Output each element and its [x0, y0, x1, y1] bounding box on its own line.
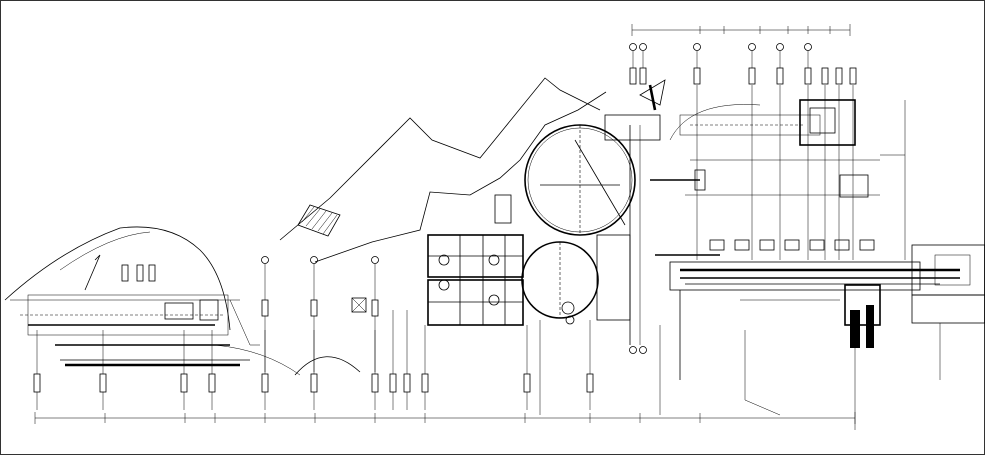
grid-lines [539, 85, 856, 430]
axis-bubble [776, 43, 784, 85]
arc-feature-2 [214, 344, 301, 376]
circular-tanks [521, 124, 636, 325]
axis-tag [121, 264, 129, 282]
axis-tag [148, 264, 156, 282]
axis-bubble [639, 346, 647, 354]
axis-tag [136, 264, 144, 282]
axis-bubble [629, 346, 637, 354]
arc-feature [294, 356, 361, 376]
bottom-dimension-line [34, 412, 856, 424]
left-pipeline [10, 254, 260, 367]
equipment-strip [669, 239, 985, 416]
hatched-block [297, 204, 341, 237]
axis-bubble [629, 43, 637, 85]
terrain-contour [4, 226, 231, 331]
axis-tag [849, 67, 857, 85]
axis-bubble [693, 43, 701, 85]
top-dimension-line [631, 24, 851, 36]
right-plant [596, 79, 906, 345]
bottom-tags [33, 310, 594, 410]
axis-bubble [639, 43, 647, 85]
axis-tag [835, 67, 843, 85]
building-grid [427, 194, 524, 326]
axis-tag [821, 67, 829, 85]
axis-callouts [33, 43, 857, 410]
axis-bubble [804, 43, 812, 85]
axis-bubble [748, 43, 756, 85]
site-boundary-lines [279, 77, 607, 263]
